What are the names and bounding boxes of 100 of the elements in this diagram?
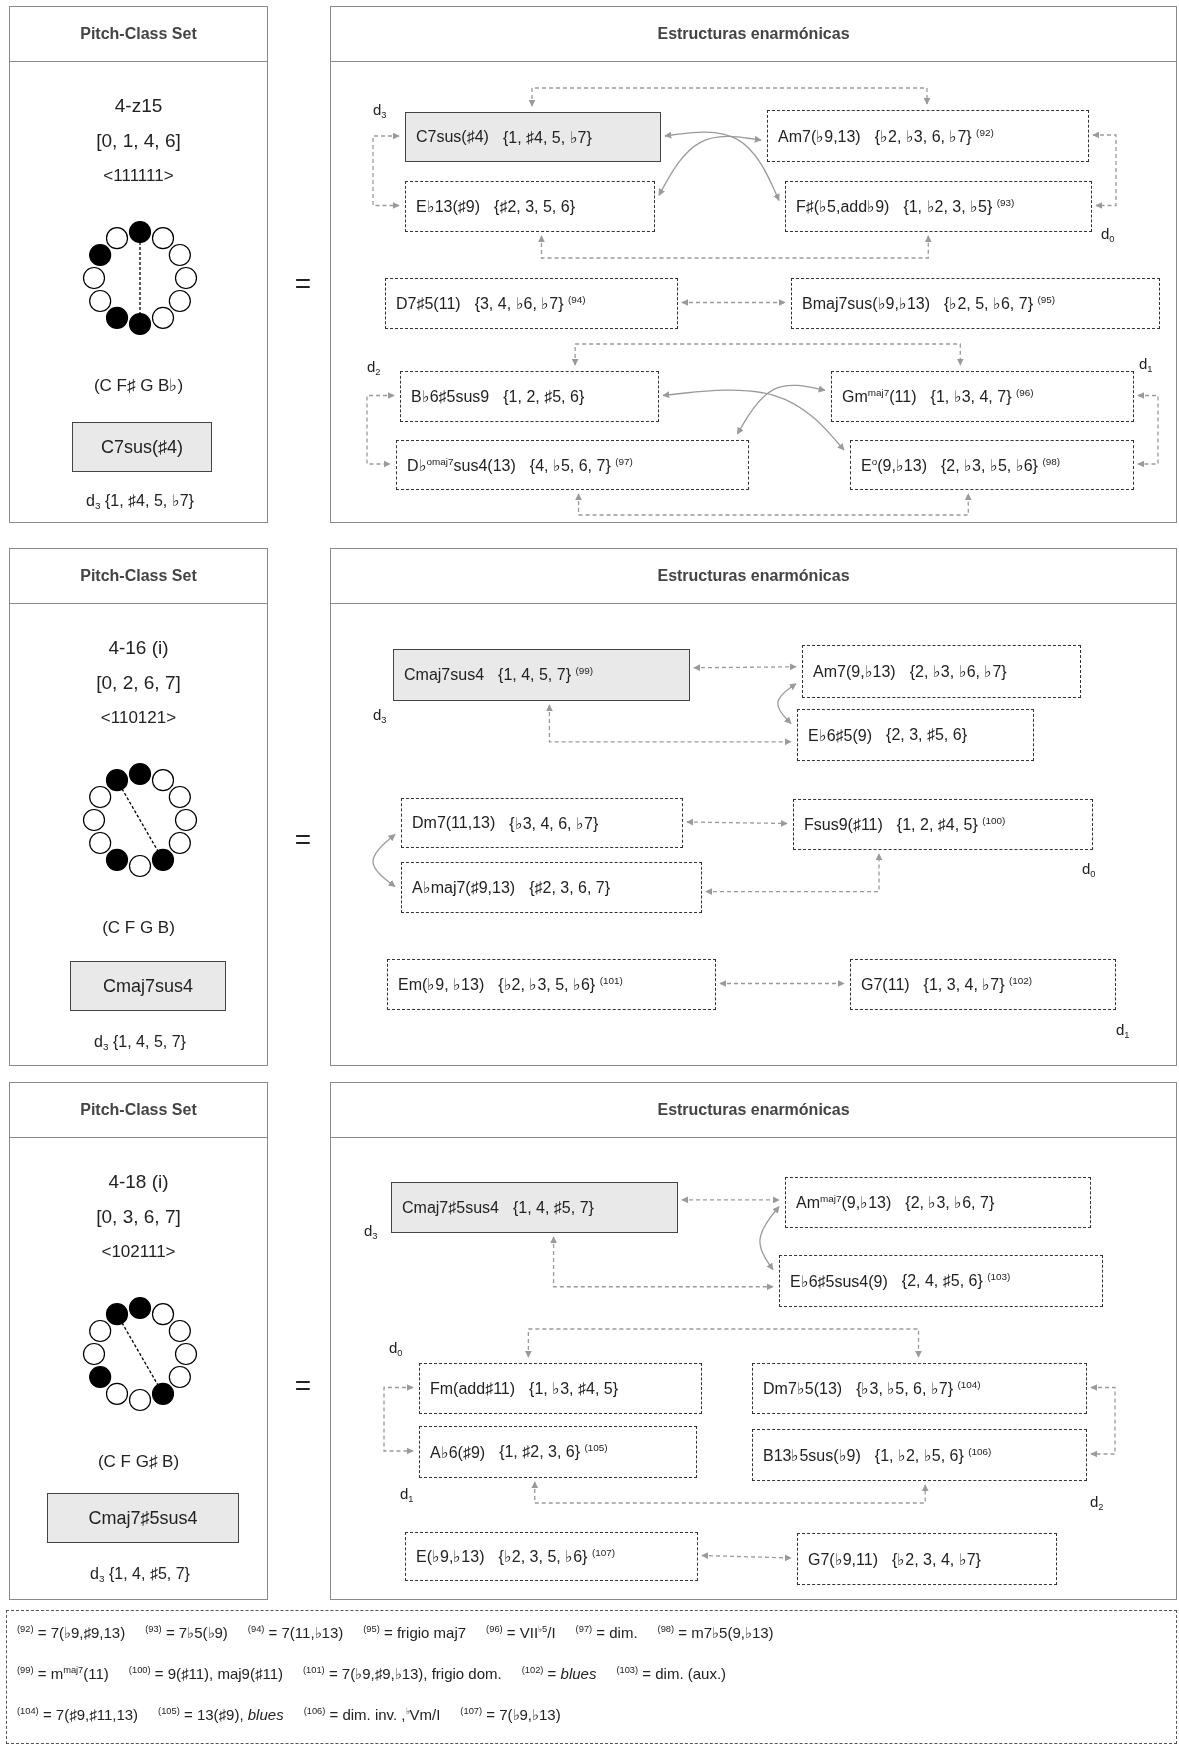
pitch-set: {1, 3, 4, ♭7} $^{(102)}$ xyxy=(923,975,1033,994)
chord-name: Dm7(11,13) xyxy=(412,814,496,832)
pitch-set: {♭3, ♭5, 6, ♭7} $^{(104)}$ xyxy=(856,1379,981,1398)
dashed-arrow xyxy=(681,299,786,306)
degree-label: d$_{1}$ xyxy=(400,1484,414,1504)
curved-arrow xyxy=(777,683,797,725)
pitch-set: {♭2, ♭3, 5, ♭6} $^{(101)}$ xyxy=(498,975,623,994)
set-panel xyxy=(9,1082,268,1600)
structures-panel xyxy=(330,1082,1177,1600)
interval-vector: <111111> xyxy=(102,165,175,187)
pitch-set: {3, 4, ♭6, ♭7} $^{(94)}$ xyxy=(474,294,586,313)
pitch-set: {1, 2, ♯4, 5} $^{(100)}$ xyxy=(896,815,1006,834)
chord-box xyxy=(797,1533,1057,1585)
footnote: $^{(101)}$ = 7(♭9,♯9,♭13), frigio dom. xyxy=(303,1664,502,1684)
curved-arrow xyxy=(736,384,826,435)
equals-sign: = xyxy=(294,1370,312,1402)
dashed-arrow xyxy=(524,1328,922,1358)
degree-label: d$_{0}$ xyxy=(1082,859,1096,879)
chord-name: E♭6♯5(9) xyxy=(808,725,873,745)
prime-form: [0, 3, 6, 7] xyxy=(95,1205,182,1229)
note-names: (C F G B) xyxy=(101,917,176,939)
dashed-arrow xyxy=(693,663,797,672)
footnote: $^{(95)}$ = frigio maj7 xyxy=(363,1623,467,1643)
curved-arrow xyxy=(759,1205,780,1271)
chord-name: Am7(9,♭13) xyxy=(813,662,896,681)
footnote: $^{(96)}$ = VII$^{♭5}$/I xyxy=(486,1623,556,1643)
panel-heading: Estructuras enarmónicas xyxy=(331,549,1176,604)
note-names: (C F♯ G B♭) xyxy=(92,375,185,397)
footnote: $^{(97)}$ = dim. xyxy=(575,1623,638,1643)
panel-heading: Pitch-Class Set xyxy=(10,7,267,62)
chord-name: E$^{o}$(9,♭13) xyxy=(861,455,927,475)
dashed-arrow xyxy=(383,1384,414,1455)
chord-box xyxy=(387,959,716,1010)
dashed-arrow xyxy=(372,132,400,209)
pitch-set: {♭2, 5, ♭6, 7} $^{(95)}$ xyxy=(944,294,1056,313)
chord-name: Dm7♭5(13) xyxy=(763,1379,843,1398)
footnote: $^{(106)}$ = dim. inv. ,$^{♭}$Vm/I xyxy=(303,1705,441,1725)
dashed-arrow xyxy=(575,493,972,516)
degree-label: d$_{3}$ xyxy=(364,1221,378,1241)
chord-name: Am7(♭9,13) xyxy=(778,126,861,146)
dashed-arrow xyxy=(528,87,931,107)
dashed-arrow xyxy=(719,980,845,987)
chord-name: A♭6(♯9) xyxy=(430,1442,486,1462)
degree-label: d$_{3}$ xyxy=(373,705,387,725)
chord-name: B♭6♯5sus9 xyxy=(411,387,490,406)
chord-box xyxy=(385,278,678,329)
chord-name: Cmaj7sus4 xyxy=(102,975,193,997)
footnote: $^{(102)}$ = blues xyxy=(521,1664,597,1684)
degree-set-label: d$_{3}$ {1, 4, ♯5, 7} xyxy=(90,1564,190,1584)
chord-name: Cmaj7sus4 xyxy=(404,666,485,684)
prime-form: [0, 1, 4, 6] xyxy=(95,129,182,153)
pitch-set: {1, ♯2, 3, 6} $^{(105)}$ xyxy=(499,1443,608,1461)
pitch-set: {4, ♭5, 6, 7} $^{(97)}$ xyxy=(529,455,633,475)
pitch-set: {♭2, 3, 5, ♭6} $^{(107)}$ xyxy=(498,1547,615,1566)
pitch-set: {♭2, 3, 4, ♭7} xyxy=(891,1549,981,1569)
dashed-arrow xyxy=(366,392,395,468)
chord-name: Cmaj7♯5sus4 xyxy=(402,1198,499,1217)
chord-name: Cmaj7♯5sus4 xyxy=(88,1507,198,1529)
dashed-arrow xyxy=(1090,1384,1116,1458)
chord-box xyxy=(850,440,1134,490)
dashed-arrow xyxy=(1092,131,1117,209)
dashed-arrow xyxy=(681,1196,780,1204)
pitch-set: {2, 3, ♯5, 6} xyxy=(886,726,967,744)
chord-name: G7(11) xyxy=(861,975,910,994)
chord-box xyxy=(401,798,683,848)
dashed-arrow xyxy=(538,235,932,259)
chord-name: C7sus(♯4) xyxy=(101,436,183,458)
interval-vector: <110121> xyxy=(99,707,178,729)
chord-box xyxy=(401,862,702,913)
panel-heading: Pitch-Class Set xyxy=(10,1083,267,1138)
chord-box xyxy=(752,1363,1087,1414)
pitch-set: {1, ♭3, ♯4, 5} xyxy=(529,1379,618,1398)
curved-arrow xyxy=(372,833,396,888)
structures-panel xyxy=(330,548,1177,1066)
dashed-arrow xyxy=(705,853,883,896)
footnote: $^{(103)}$ = dim. (aux.) xyxy=(616,1664,727,1684)
curved-arrow xyxy=(662,389,845,451)
chord-box xyxy=(797,709,1034,761)
degree-set-label: d$_{3}$ {1, 4, 5, 7} xyxy=(94,1032,186,1052)
degree-label: d$_{0}$ xyxy=(1101,224,1115,244)
degree-label: d$_{2}$ xyxy=(1090,1492,1104,1512)
degree-label: d$_{1}$ xyxy=(1139,354,1153,374)
chord-box xyxy=(779,1255,1103,1307)
chord-box xyxy=(405,1532,698,1581)
degree-label: d$_{1}$ xyxy=(1116,1020,1130,1040)
chord-box xyxy=(802,645,1081,698)
equals-sign: = xyxy=(294,824,312,856)
set-panel xyxy=(9,548,268,1066)
prime-form: [0, 2, 6, 7] xyxy=(95,671,182,695)
dashed-arrow xyxy=(550,1236,774,1291)
set-name: 4-18 (i) xyxy=(107,1170,170,1194)
chord-box xyxy=(405,181,655,232)
set-name: 4-16 (i) xyxy=(107,636,170,660)
footnote: $^{(107)}$ = 7(♭9,♭13) xyxy=(460,1705,561,1725)
chord-name: Gm$^{maj7}$(11) xyxy=(842,387,917,406)
pitch-set: {♯2, 3, 5, 6} xyxy=(494,197,575,216)
chord-name: F♯(♭5,add♭9) xyxy=(796,197,890,216)
chord-name: G7(♭9,11) xyxy=(808,1549,878,1569)
footnote: $^{(99)}$ = m$^{maj7}$(11) xyxy=(17,1664,109,1684)
chord-name: Fm(add♯11) xyxy=(430,1379,516,1398)
